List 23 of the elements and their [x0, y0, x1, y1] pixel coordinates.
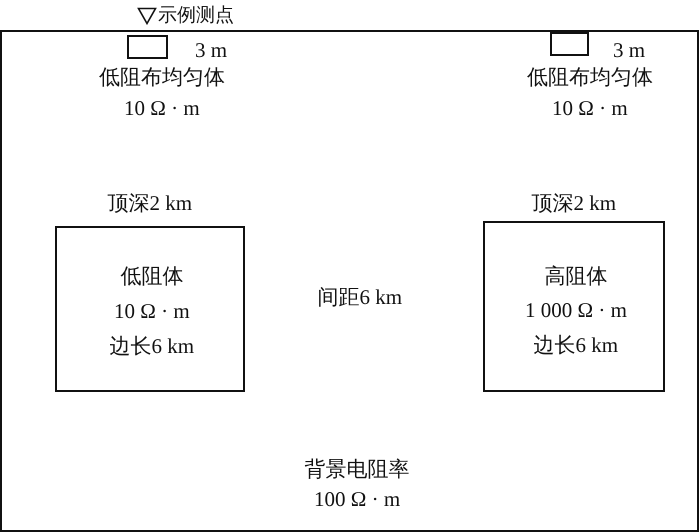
thickness-label: 3 m — [613, 38, 646, 62]
background-resistivity-label: 100 Ω · m — [314, 487, 400, 511]
depth-label: 顶深2 km — [532, 191, 616, 215]
anomaly-label: 1 000 Ω · m — [525, 298, 627, 322]
spacing-label: 间距6 km — [318, 285, 402, 309]
layer-label: 10 Ω · m — [552, 96, 628, 120]
model-frame — [0, 30, 699, 532]
thickness-label: 3 m — [195, 38, 228, 62]
depth-label: 顶深2 km — [108, 191, 192, 215]
legend-label: 示例测点 — [158, 3, 234, 27]
anomaly-label: 边长6 km — [534, 333, 618, 357]
layer-label: 低阻布均匀体 — [527, 65, 653, 89]
background-resistivity-label: 背景电阻率 — [304, 457, 410, 481]
anomaly-box — [55, 226, 245, 392]
anomaly-label: 边长6 km — [110, 334, 194, 358]
survey-point-box — [550, 32, 589, 56]
layer-label: 10 Ω · m — [124, 96, 200, 120]
survey-point-box — [127, 35, 168, 59]
layer-label: 低阻布均匀体 — [99, 65, 225, 89]
anomaly-box — [483, 221, 665, 392]
anomaly-label: 低阻体 — [120, 264, 184, 288]
anomaly-label: 10 Ω · m — [114, 299, 190, 323]
anomaly-label: 高阻体 — [544, 264, 608, 288]
